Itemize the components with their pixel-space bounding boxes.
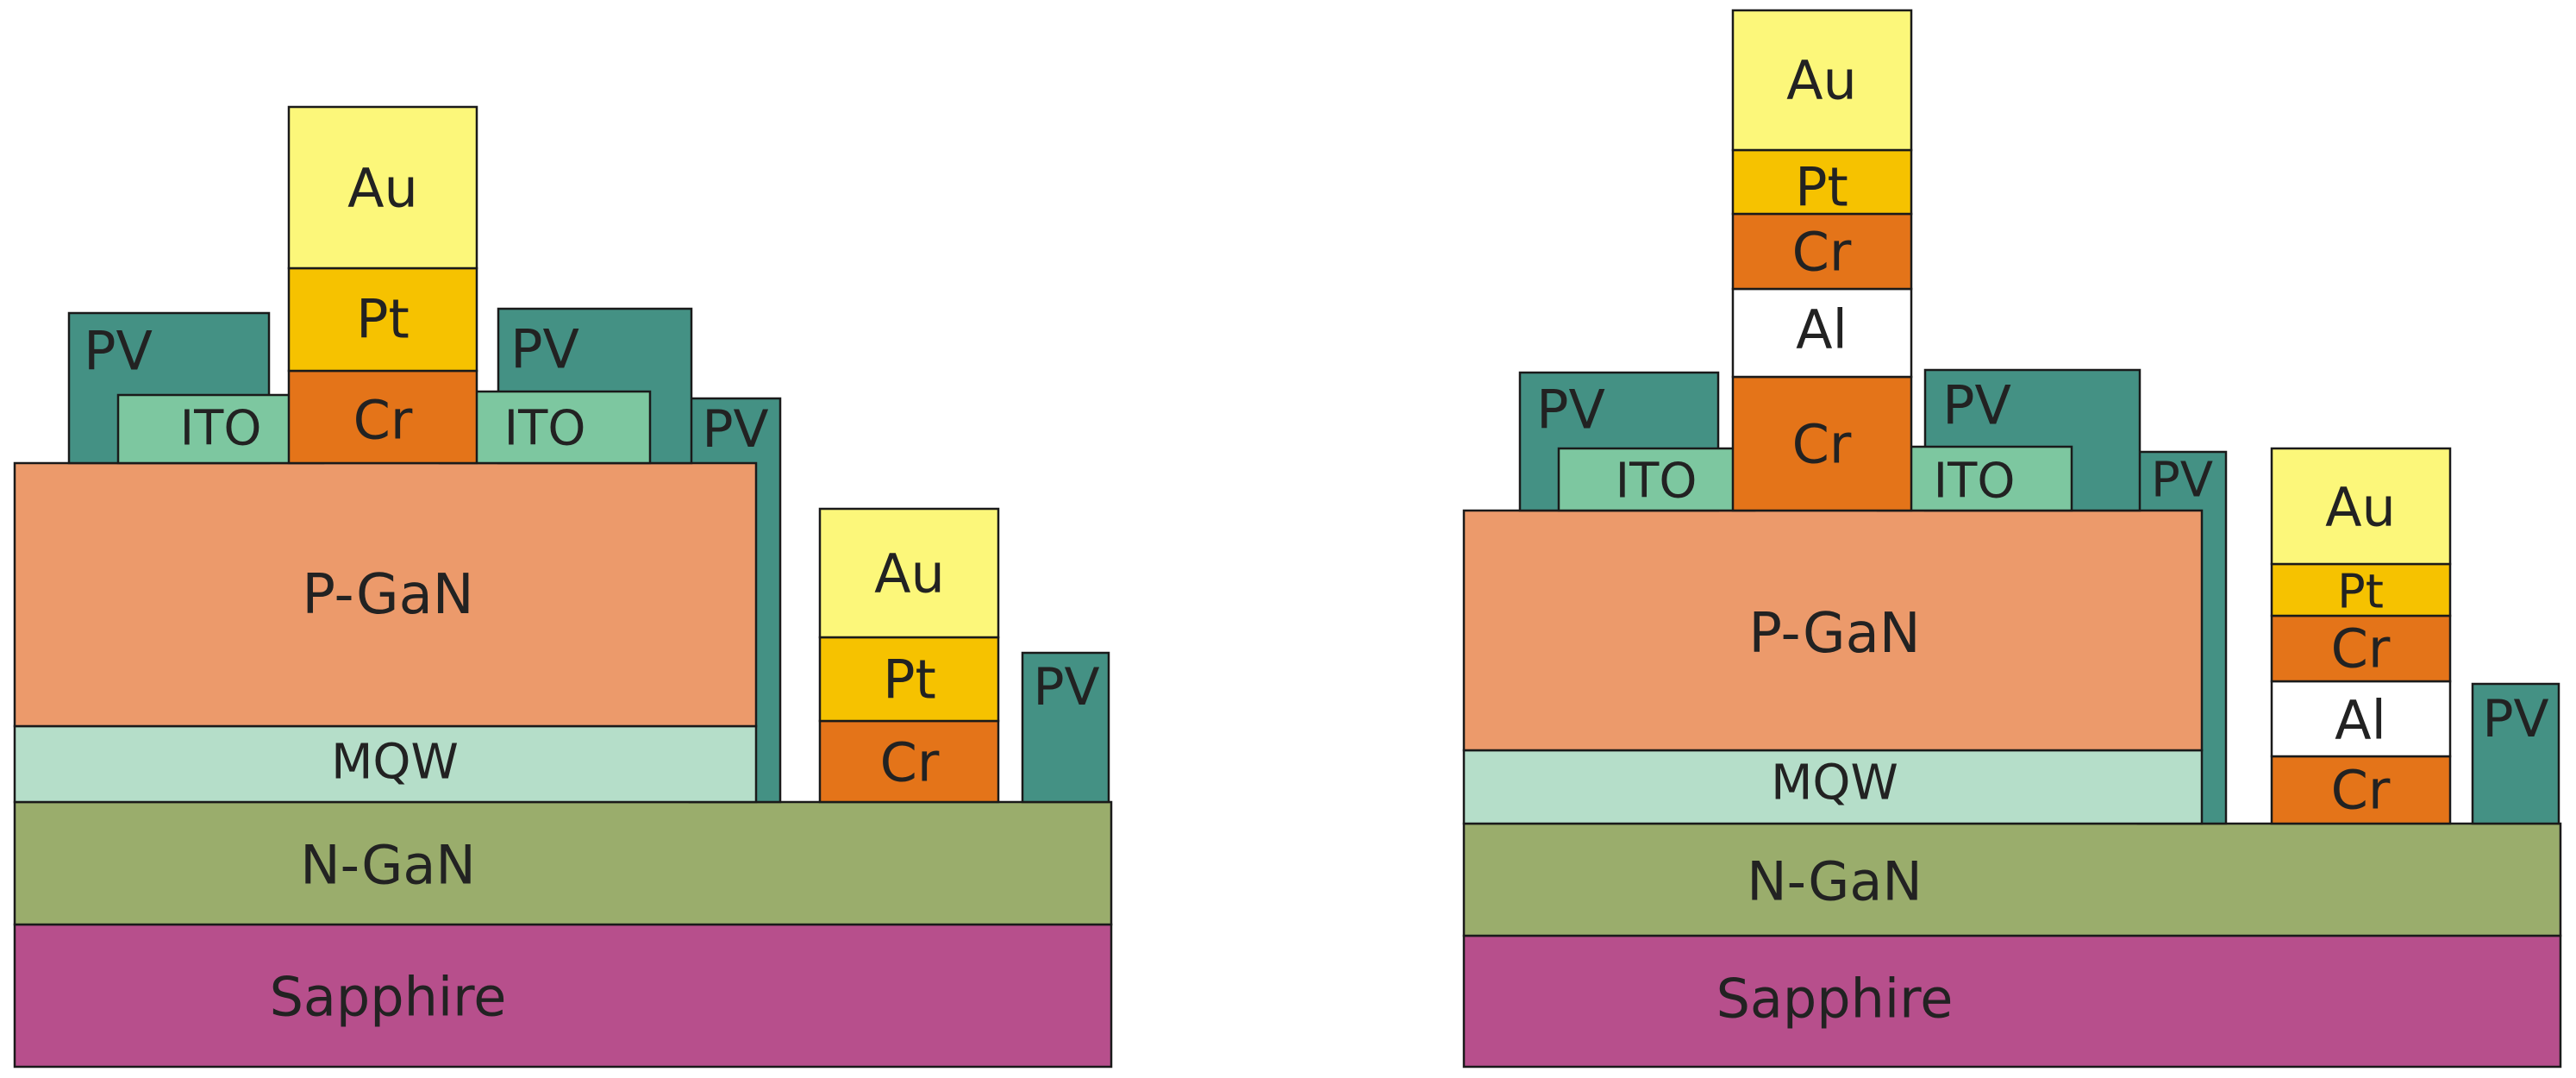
left-sapphire-label: Sapphire <box>270 966 507 1029</box>
left-n-gan-label: N-GaN <box>300 834 475 897</box>
right-pv-n-side: PV <box>2471 682 2560 825</box>
left-p-electrode-cr-rect <box>287 369 478 465</box>
left-p-electrode: Cr Pt Au <box>287 105 478 465</box>
right-p-electrode-au-rect <box>1731 9 1913 152</box>
right-p-electrode: Cr Al Cr Pt Au <box>1731 9 1913 512</box>
right-n-electrode-au-rect <box>2270 447 2452 566</box>
left-sapphire-layer: Sapphire <box>13 923 1113 1069</box>
right-ito-right-label: ITO <box>1934 454 2016 510</box>
left-structure: Sapphire N-GaN PV PV MQW P-GaN PV <box>13 105 1113 1069</box>
left-pv-top-right-label: PV <box>510 318 579 381</box>
left-pv-mesa-side-label: PV <box>702 399 768 460</box>
left-pv-n-side-label: PV <box>1033 657 1099 718</box>
left-n-gan-layer: N-GaN <box>13 800 1113 926</box>
right-mqw-layer: MQW <box>1462 749 2204 825</box>
left-p-gan-rect <box>13 461 758 728</box>
left-n-electrode-pt-label: Pt <box>883 649 936 711</box>
right-n-electrode-cr-top-label: Cr <box>2331 617 2391 680</box>
right-mqw-rect <box>1462 749 2204 825</box>
right-ito-left: ITO <box>1557 447 1756 512</box>
right-mqw-label: MQW <box>1771 755 1898 812</box>
right-n-electrode: Cr Al Cr Pt Au <box>2270 447 2452 825</box>
right-n-electrode-al-label: Al <box>2335 689 2386 752</box>
right-p-gan-label: P-GaN <box>1748 602 1920 666</box>
right-p-electrode-au-label: Au <box>1786 49 1857 112</box>
right-p-electrode-al-rect <box>1731 287 1913 379</box>
right-structure: Sapphire N-GaN PV PV MQW P-GaN PV <box>1462 9 2562 1069</box>
right-p-electrode-cr-top-rect <box>1731 212 1913 291</box>
left-pv-n-side-rect <box>1021 651 1110 804</box>
left-pv-n-side: PV <box>1021 651 1110 804</box>
right-pv-mesa-side-label: PV <box>2151 453 2213 509</box>
right-pv-n-side-label: PV <box>2482 689 2548 749</box>
left-p-gan-layer: P-GaN <box>13 461 758 728</box>
left-p-electrode-pt-rect <box>287 266 478 373</box>
right-p-electrode-cr-top-label: Cr <box>1792 221 1852 284</box>
right-pv-n-side-rect <box>2471 682 2560 825</box>
left-mqw-rect <box>13 724 758 804</box>
right-n-gan-layer: N-GaN <box>1462 822 2562 937</box>
left-p-electrode-au-label: Au <box>347 157 418 220</box>
right-pv-top-right-label: PV <box>1942 374 2011 437</box>
left-n-gan-rect <box>13 800 1113 926</box>
right-ito-left-label: ITO <box>1616 454 1698 510</box>
left-p-electrode-au-rect <box>287 105 478 270</box>
right-n-gan-rect <box>1462 822 2562 937</box>
right-pv-top-left-label: PV <box>1536 379 1605 442</box>
right-sapphire-rect <box>1462 934 2562 1069</box>
left-sapphire-rect <box>13 923 1113 1069</box>
right-sapphire-layer: Sapphire <box>1462 934 2562 1069</box>
left-n-electrode-cr-label: Cr <box>880 731 940 794</box>
left-n-electrode-cr-rect <box>818 719 1000 804</box>
right-sapphire-label: Sapphire <box>1716 968 1954 1031</box>
right-n-electrode-au-label: Au <box>2325 476 2396 539</box>
right-p-electrode-pt-rect <box>1731 148 1913 216</box>
right-p-electrode-pt-label: Pt <box>1795 156 1848 219</box>
right-n-gan-label: N-GaN <box>1747 850 1922 913</box>
left-p-electrode-pt-label: Pt <box>356 288 410 351</box>
left-pv-top-left-label: PV <box>84 320 153 383</box>
right-p-gan-rect <box>1462 509 2204 752</box>
right-p-electrode-cr-bottom-rect <box>1731 375 1913 512</box>
left-p-gan-label: P-GaN <box>302 563 473 627</box>
left-ito-right-label: ITO <box>504 401 586 457</box>
left-ito-left-label: ITO <box>180 401 262 457</box>
right-n-electrode-cr-bottom-label: Cr <box>2331 759 2391 822</box>
right-ito-left-rect <box>1557 447 1756 512</box>
right-n-electrode-pt-label: Pt <box>2337 565 2384 619</box>
right-p-electrode-cr-bottom-label: Cr <box>1792 413 1852 476</box>
left-n-electrode-au-label: Au <box>874 542 945 605</box>
right-p-electrode-al-label: Al <box>1796 298 1848 361</box>
left-n-electrode-pt-rect <box>818 636 1000 723</box>
right-p-gan-layer: P-GaN <box>1462 509 2204 752</box>
left-mqw-layer: MQW <box>13 724 758 804</box>
left-mqw-label: MQW <box>331 735 459 791</box>
right-n-electrode-al-rect <box>2270 680 2452 758</box>
left-p-electrode-cr-label: Cr <box>353 389 413 452</box>
left-n-electrode-au-rect <box>818 507 1000 639</box>
left-n-electrode: Cr Pt Au <box>818 507 1000 804</box>
